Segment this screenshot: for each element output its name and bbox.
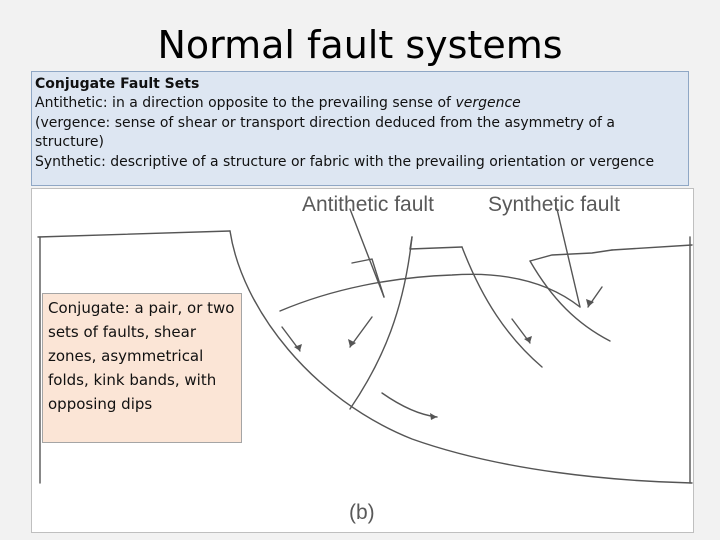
- synthetic-fault-1: [461, 246, 543, 368]
- vergence-definition: (vergence: sense of shear or transport d…: [35, 114, 615, 151]
- ground-surface-horst: [409, 246, 463, 250]
- ground-surface-left: [37, 230, 231, 238]
- synthetic-fault-label: Synthetic fault: [488, 193, 620, 216]
- block-step-3: [529, 249, 613, 262]
- definitions-heading: Conjugate Fault Sets: [35, 76, 200, 92]
- arrowhead-5: [430, 413, 437, 420]
- main-listric-fault: [229, 230, 693, 484]
- panel-label: (b): [349, 501, 375, 524]
- definitions-box: Conjugate Fault Sets Antithetic: in a di…: [31, 71, 689, 186]
- conjugate-definition-box: Conjugate: a pair, or two sets of faults…: [42, 293, 242, 443]
- fault-diagram-svg: Antithetic fault Synthetic fault (b): [37, 193, 693, 524]
- slide-title: Normal fault systems: [157, 23, 563, 67]
- antithetic-definition: Antithetic: in a direction opposite to t…: [35, 94, 685, 113]
- arrowhead-1: [294, 344, 302, 351]
- hanging-wall-layer: [279, 273, 581, 312]
- conjugate-definition: : a pair, or two sets of faults, shear z…: [48, 299, 235, 413]
- arrowhead-3: [524, 336, 532, 343]
- antithetic-fault-line-upper: [349, 208, 385, 298]
- synthetic-fault-2: [529, 260, 611, 342]
- arrowhead-4: [586, 299, 594, 307]
- block-step-2: [409, 236, 413, 250]
- vergence-term: vergence: [455, 95, 521, 112]
- synthetic-fault-line-upper: [556, 208, 581, 308]
- synthetic-definition: Synthetic: descriptive of a structure or…: [35, 153, 655, 170]
- antithetic-fault-label: Antithetic fault: [302, 193, 434, 216]
- block-step-1: [351, 258, 385, 298]
- antithetic-fault-1: [349, 236, 413, 410]
- conjugate-term: Conjugate: [48, 299, 125, 317]
- slip-arrow-5: [381, 392, 438, 418]
- arrowhead-2: [348, 339, 356, 347]
- ground-surface-right: [611, 244, 693, 251]
- antithetic-definition-text: Antithetic: in a direction opposite to t…: [35, 95, 456, 112]
